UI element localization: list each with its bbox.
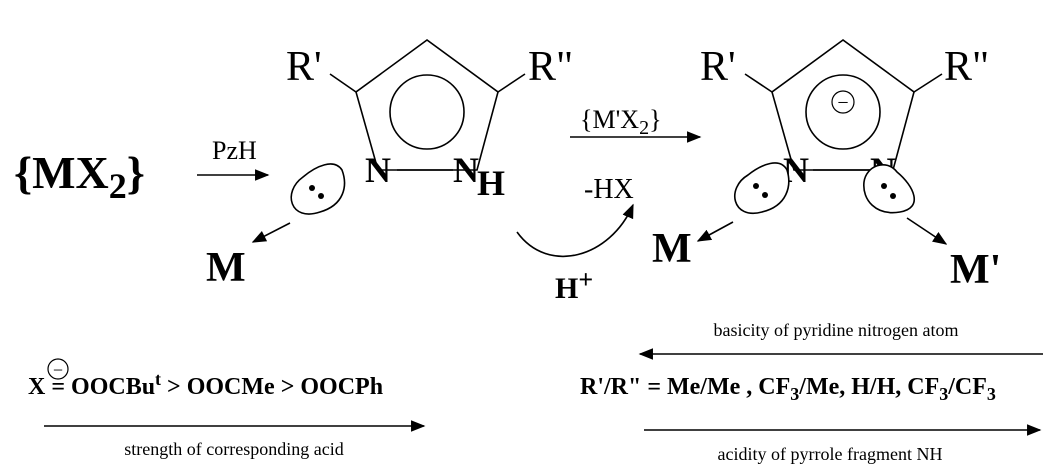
pyrazolate-charge-symbol: − [837,92,848,114]
pyrazole-lone-pair-lobe [290,163,346,215]
step2-reagent-subscript: 2 [639,117,649,139]
series-x-superscript: t [155,369,161,389]
series-x-equals: = OOCBu [45,374,155,400]
pyrazole-r-left-bond [329,73,357,93]
step2-reagent-close: } [649,105,661,134]
pyrazole-h: H [477,163,505,203]
pyrazolate-left-dot-1 [753,183,759,189]
proton-transfer-curve [516,203,634,258]
pyrazole-metal-arrow [251,222,291,243]
pyrazolate-right-dot-1 [881,183,887,189]
series-r-part2: /Me, H/H, CF [798,374,939,400]
series-r-part1: R'/R" = Me/Me , CF [580,374,790,400]
pyrazolate-r-right-bond [913,73,943,93]
series-x-charge-symbol: − [53,360,63,380]
proton-label: H+ [555,265,593,305]
pyrazole-r-left: R' [286,44,322,90]
metal-m3: M' [950,247,1001,293]
basicity-label: basicity of pyridine nitrogen atom [714,320,959,340]
series-x-charge-circle [47,358,69,380]
pyrazolate-r-right: R" [944,44,989,90]
pyrazole-lone-pair-dot-1 [309,185,315,191]
pyrazole-aromatic-circle [389,74,465,150]
pyrazolate-right-metal-arrow [906,217,948,245]
step2-reagent-text: {M'X [580,105,639,134]
reactant-close: } [127,147,145,198]
series-x-rest: > OOCMe > OOCPh [161,374,383,400]
pyrazolate-r-left: R' [700,44,736,90]
metal-m2: M [652,226,692,272]
pyrazole-n-right: N [453,150,479,190]
pyrazole-r-right: R" [528,44,573,90]
pyrazolate-charge-circle [831,90,855,114]
series-x-symbol: X [28,374,46,400]
pyrazolate-right-lone-pair-lobe [863,163,916,214]
series-r-sub3: 3 [987,384,996,404]
pyrazolate-left-dot-2 [762,192,768,198]
acidity-label: acidity of pyrrole fragment NH [718,444,943,464]
reactant-label: {MX2} [14,147,145,206]
series-r-part3: /CF [947,374,987,400]
proton-charge: + [578,265,593,294]
step1-reagent-label: PzH [212,136,257,165]
pyrazolate-left-metal-arrow [696,221,734,242]
step2-reagent-label: {M'X2} [580,105,662,139]
byproduct-label: -HX [584,174,634,205]
pyrazolate-r-left-bond [744,73,773,93]
series-r-sub2: 3 [939,384,948,404]
reactant-text: {MX [14,147,109,198]
pyrazolate-aromatic-circle [805,74,881,150]
pyrazole-n-left: N [365,150,391,190]
pyrazole-lone-pair-dot-2 [318,193,324,199]
proton-symbol: H [555,272,578,305]
series-r-line: R'/R" = Me/Me , CF3/Me, H/H, CF3/CF3 [580,374,996,404]
series-x-line: X = OOCBut > OOCMe > OOCPh [28,369,383,400]
pyrazole-r-right-bond [497,73,526,93]
acid-strength-label: strength of corresponding acid [124,439,343,459]
metal-m1: M [206,245,246,291]
pyrazolate-left-lone-pair-lobe [733,162,790,215]
reactant-subscript: 2 [109,166,127,206]
pyrazolate-right-dot-2 [890,193,896,199]
series-r-sub1: 3 [790,384,799,404]
